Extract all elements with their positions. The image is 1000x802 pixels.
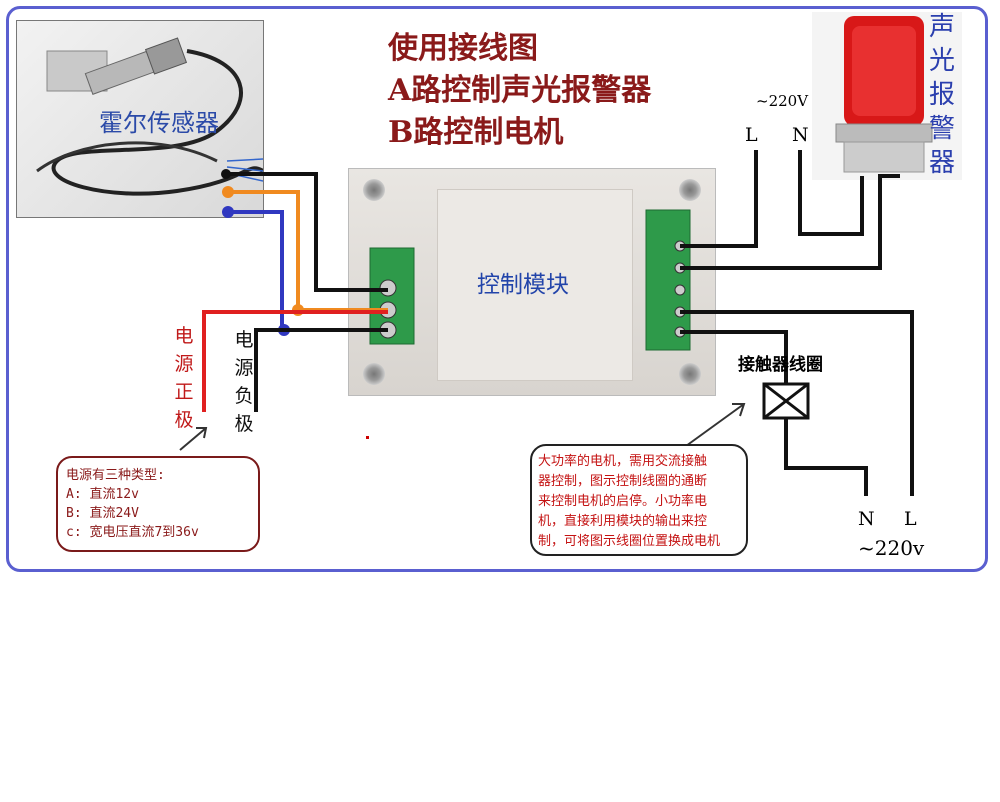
motor-note-line: 制，可将图示线圈位置换成电机 — [538, 534, 721, 549]
sensor-wire-blue — [226, 210, 284, 330]
motor-note-line: 大功率的电机，需用交流接触 — [538, 454, 708, 469]
power-negative-wire — [254, 328, 388, 412]
title-line-2: A路控制声光报警器 — [388, 73, 652, 108]
motor-note-line: 器控制，图示控制线圈的通断 — [538, 474, 708, 489]
mains-L-label: L — [904, 508, 917, 530]
power-negative-char: 极 — [234, 413, 254, 435]
hall-sensor-label: 霍尔传感器 — [99, 109, 219, 137]
diagram-title: 使用接线图 A路控制声光报警器 B路控制电机 — [388, 28, 651, 154]
sensor-illustration — [36, 37, 263, 196]
alarm-L-label: L — [745, 124, 758, 146]
power-positive-char: 电 — [174, 325, 194, 347]
motor-note-box: 大功率的电机，需用交流接触 器控制，图示控制线圈的通断 来控制电机的启停。小功率… — [530, 444, 748, 556]
coil-wire-bottom — [784, 418, 868, 496]
alarm-voltage-label: ~220V — [756, 92, 809, 110]
power-note-line: A: 直流12v — [66, 487, 139, 502]
signal-wire-black — [226, 172, 388, 292]
power-positive-char: 源 — [174, 353, 194, 375]
alarm-N-wire — [798, 150, 864, 236]
mount-hole — [363, 179, 385, 201]
power-positive-label: 电 源 正 极 — [172, 322, 196, 434]
mains-L-wire — [680, 310, 914, 496]
contactor-label: 接触器线圈 — [738, 355, 823, 375]
title-line-3: B路控制电机 — [388, 115, 564, 150]
motor-note-line: 机，直接利用模块的输出来控 — [538, 514, 708, 529]
alarm-label-char: 声 — [928, 12, 955, 42]
power-positive-char: 极 — [174, 409, 194, 431]
mount-hole — [679, 363, 701, 385]
alarm-label-char: 器 — [928, 148, 955, 178]
sensor-wire-orange — [226, 190, 388, 312]
alarm-label-char: 警 — [928, 114, 955, 144]
mount-hole — [679, 179, 701, 201]
power-negative-label: 电 源 负 极 — [232, 326, 256, 438]
coil-wire-top — [680, 330, 788, 384]
alarm-label-char: 光 — [928, 46, 955, 76]
power-note-line: c: 宽电压直流7到36v — [66, 525, 199, 540]
alarm-N-label: N — [792, 124, 809, 146]
alarm-L-wire — [680, 150, 758, 248]
mount-hole — [363, 363, 385, 385]
module-face — [437, 189, 633, 381]
hall-sensor-photo: 霍尔传感器 — [16, 20, 264, 218]
right-terminal-block — [645, 209, 691, 351]
control-module: 控制模块 — [348, 168, 716, 396]
power-negative-char: 电 — [234, 329, 254, 351]
power-note-line: 电源有三种类型: — [66, 468, 165, 483]
alarm-illustration — [835, 16, 933, 173]
power-note-line: B: 直流24V — [66, 506, 139, 521]
alarm-photo — [812, 12, 962, 180]
power-positive-char: 正 — [174, 381, 194, 403]
motor-note-line: 来控制电机的启停。小功率电 — [538, 494, 708, 509]
module-label: 控制模块 — [477, 272, 569, 298]
power-positive-wire — [202, 310, 388, 412]
power-negative-char: 源 — [234, 357, 254, 379]
alarm-wire-2 — [680, 174, 900, 270]
alarm-label: 声 光 报 警 器 — [926, 10, 958, 180]
power-note-box: 电源有三种类型: A: 直流12v B: 直流24V c: 宽电压直流7到36v — [56, 456, 260, 552]
mains-voltage-label: ~220v — [858, 536, 925, 560]
mains-N-label: N — [858, 508, 875, 530]
diagram-frame — [6, 6, 988, 572]
alarm-label-char: 报 — [928, 80, 955, 110]
title-line-1: 使用接线图 — [388, 31, 538, 66]
power-negative-char: 负 — [234, 385, 254, 407]
